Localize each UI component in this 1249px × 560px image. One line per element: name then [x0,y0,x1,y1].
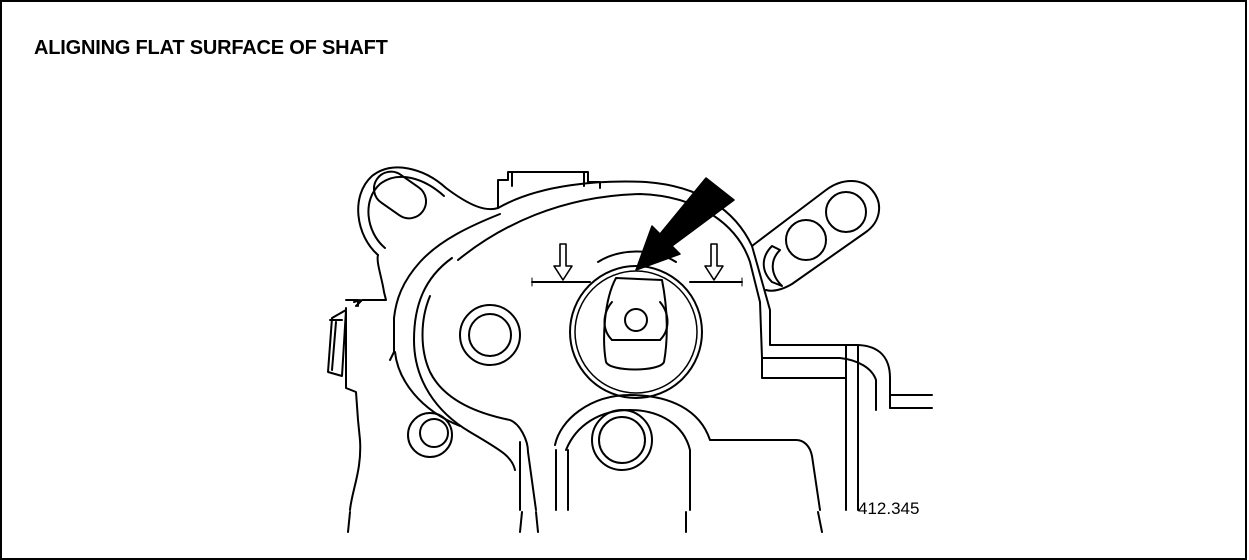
shaft-alignment-illustration: 412.345 [327,166,933,533]
figure-number: 412.345 [858,499,919,518]
down-arrow-icon [704,243,724,281]
left-slot [327,299,359,377]
right-housing-block [761,344,933,511]
shaft-flat-surface [603,277,669,371]
shaft-bore [531,250,743,399]
lower-left-boss [407,412,453,458]
upper-left-boss [459,304,521,366]
figure-title: ALIGNING FLAT SURFACE OF SHAFT [34,37,388,59]
large-arrow-icon [635,177,735,271]
down-arrow-icon [553,243,573,281]
lower-housing [347,394,823,533]
right-mounting-tab [751,180,881,292]
left-mounting-tab [357,166,499,256]
